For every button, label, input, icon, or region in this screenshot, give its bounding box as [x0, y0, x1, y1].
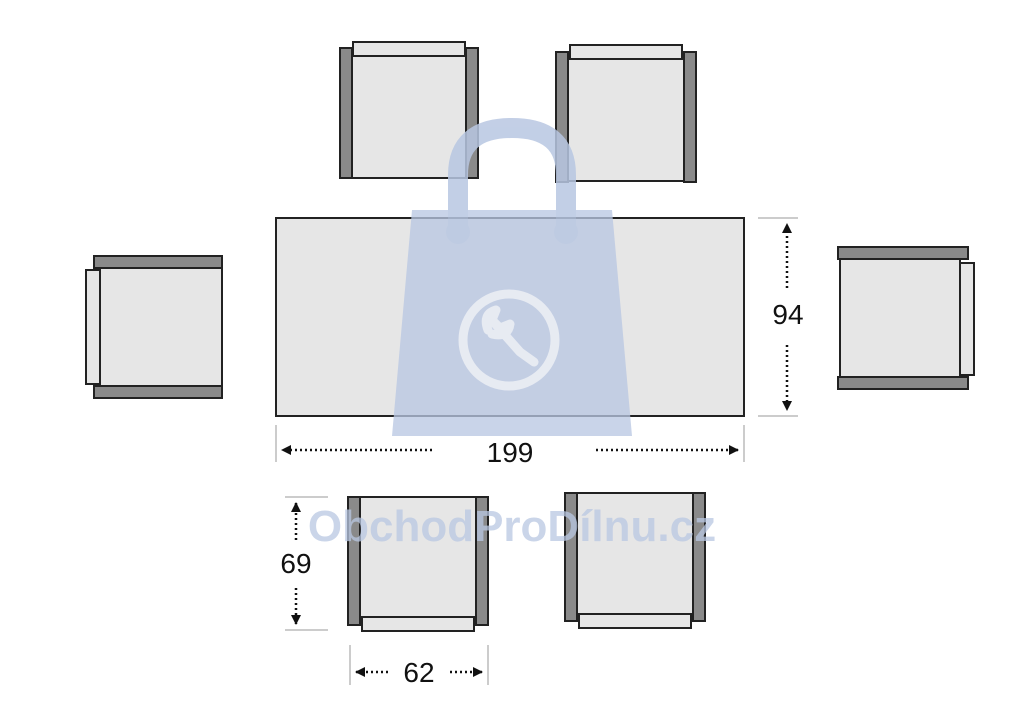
chair-right: [837, 246, 975, 390]
dimension-chair-depth: [285, 496, 328, 631]
shopping-bag-wrench-icon: [392, 117, 632, 436]
chair-left: [85, 255, 223, 399]
watermark-text: ObchodProDílnu.cz: [308, 502, 716, 551]
chair-depth-label: 69: [280, 548, 311, 579]
chair-width-label: 62: [403, 657, 434, 688]
chair-bottom-left: [347, 496, 489, 632]
table-length-label: 199: [487, 437, 534, 468]
chair-top-left: [339, 41, 479, 179]
dimension-table-length: [275, 425, 745, 462]
chair-bottom-right: [564, 492, 706, 629]
dimension-table-depth: [758, 217, 798, 417]
dimension-chair-width: [349, 645, 489, 685]
chair-top-right: [555, 44, 697, 183]
table-depth-label: 94: [772, 299, 803, 330]
